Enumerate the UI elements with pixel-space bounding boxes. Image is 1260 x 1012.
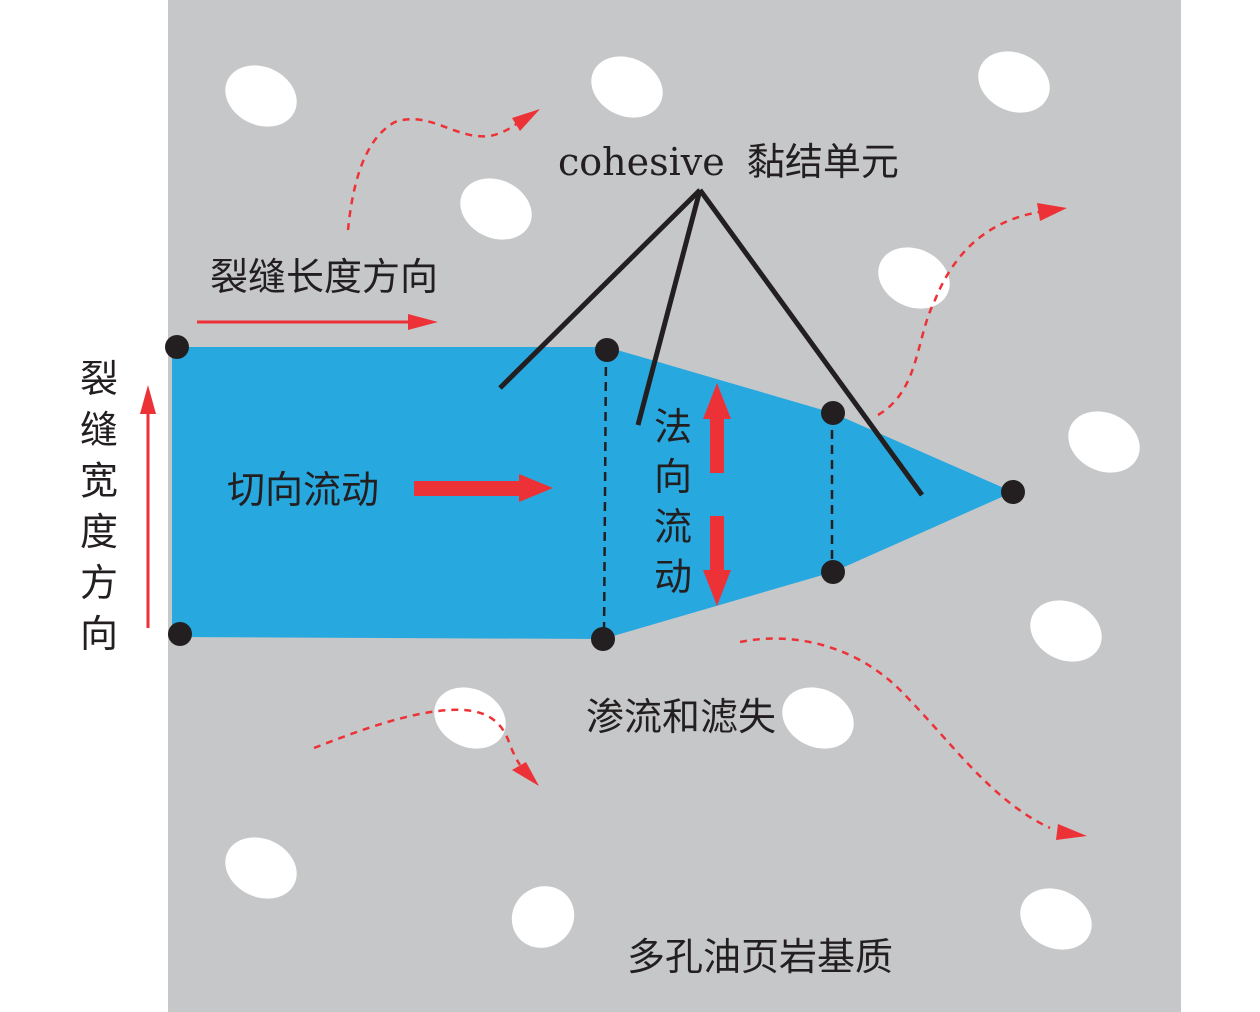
node	[1001, 480, 1025, 504]
length-direction-arrowhead	[408, 314, 438, 330]
leakoff-label: 渗流和滤失	[586, 695, 776, 739]
normal-flow-down-arrow-shaft	[710, 516, 724, 571]
fracture-body	[172, 347, 1013, 639]
leakoff-path	[877, 210, 1041, 417]
normal-flow-label: 法 向 流 动	[654, 405, 692, 599]
width-direction-char: 方	[80, 561, 118, 605]
pore	[434, 687, 506, 749]
leakoff-path	[739, 637, 1051, 830]
normal-flow-char: 向	[654, 455, 692, 499]
pore	[978, 51, 1050, 113]
node	[821, 560, 845, 584]
pore	[591, 56, 663, 118]
matrix-label: 多孔油页岩基质	[627, 935, 893, 979]
width-direction-label: 裂 缝 宽 度 方 向	[80, 357, 118, 656]
length-direction-label: 裂缝长度方向	[210, 255, 438, 299]
width-direction-char: 缝	[80, 408, 118, 452]
normal-flow-down-arrowhead	[703, 570, 731, 606]
cohesive-element-label: cohesive 黏结单元	[558, 140, 899, 184]
leakoff-arrowhead	[512, 109, 540, 131]
cohesive-label-suffix: 黏结单元	[747, 140, 899, 184]
normal-flow-up-arrowhead	[703, 383, 731, 419]
cohesive-label-prefix: cohesive	[558, 140, 725, 184]
cohesive-pointer	[635, 189, 703, 426]
normal-flow-char: 流	[654, 505, 692, 549]
leakoff-paths	[313, 109, 1087, 840]
leakoff-arrowhead	[1037, 203, 1067, 221]
nodes	[165, 335, 1025, 651]
pores	[225, 51, 1140, 950]
tangential-flow-label: 切向流动	[227, 468, 379, 512]
node	[591, 627, 615, 651]
pore	[225, 65, 297, 127]
cohesive-pointer	[697, 188, 925, 497]
pore	[878, 247, 950, 309]
pore	[511, 886, 575, 948]
node	[168, 622, 192, 646]
node	[165, 335, 189, 359]
width-direction-arrowhead	[140, 385, 156, 414]
element-boundary	[602, 351, 608, 638]
width-direction-char: 裂	[80, 357, 118, 401]
pore	[782, 687, 854, 749]
width-direction-char: 度	[80, 510, 118, 554]
pore	[460, 178, 532, 240]
leakoff-arrowhead	[1056, 824, 1087, 840]
tangential-flow-arrowhead	[519, 474, 553, 502]
leakoff-arrowhead	[512, 762, 539, 786]
pore	[1030, 600, 1102, 662]
normal-flow-char: 动	[654, 555, 692, 599]
normal-flow-char: 法	[654, 405, 692, 449]
node	[821, 401, 845, 425]
normal-flow-up-arrow-shaft	[710, 418, 724, 473]
node	[595, 338, 619, 362]
pore	[225, 837, 297, 899]
pore	[1068, 411, 1140, 473]
cohesive-pointer	[498, 188, 702, 390]
tangential-flow-arrow-shaft	[414, 481, 522, 496]
pore	[1020, 888, 1092, 950]
width-direction-char: 向	[80, 612, 118, 656]
width-direction-char: 宽	[80, 459, 118, 503]
cohesive-pointer-lines	[498, 188, 925, 497]
leakoff-path	[346, 117, 523, 231]
